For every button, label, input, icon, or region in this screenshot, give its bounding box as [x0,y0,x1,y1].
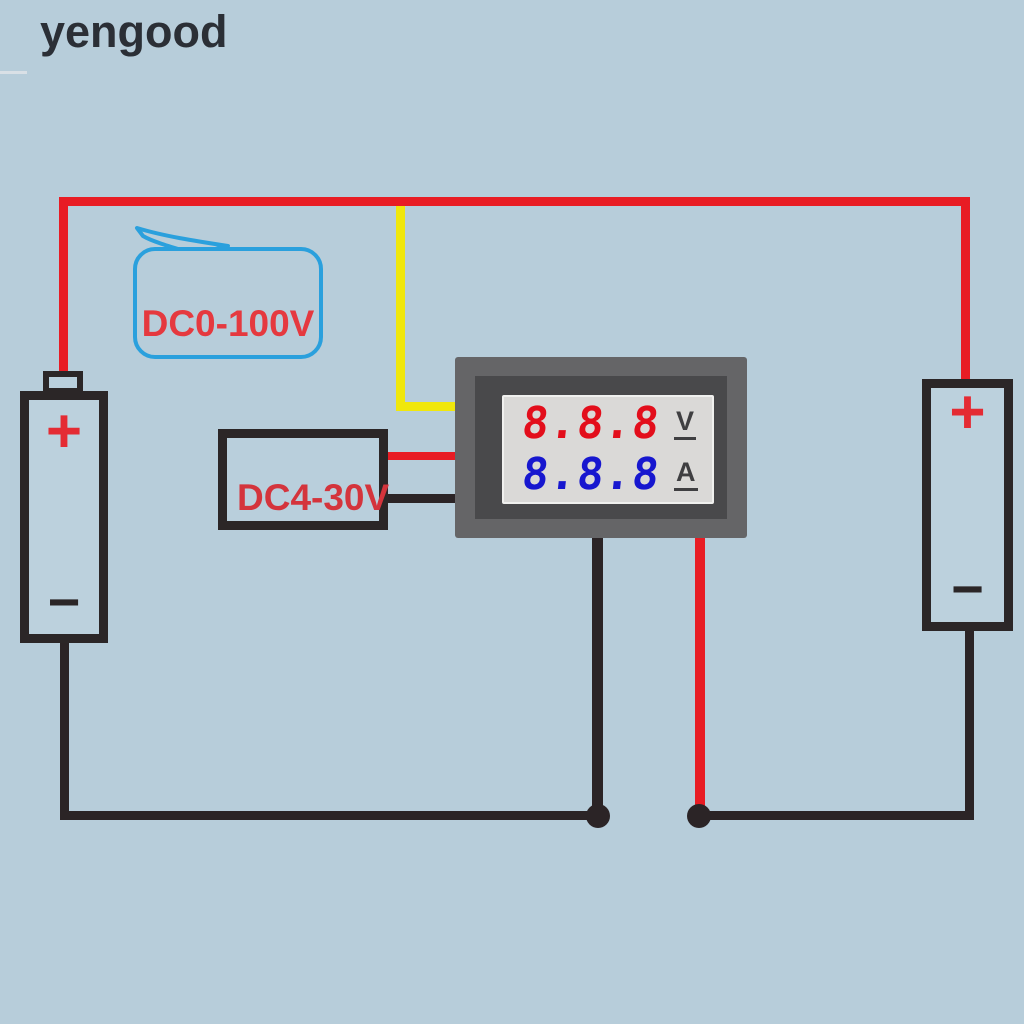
wire-black-box-to-meter [388,494,460,503]
wire-red-meter-lead [695,528,705,818]
meter-display: 8.8.8 V 8.8.8 A [502,395,714,504]
junction-dot-left [586,804,610,828]
wire-black-left-battery-down [60,640,69,820]
callout-bubble: DC0-100V [133,247,323,359]
meter-amp-unit-wrap: A [674,459,708,491]
wire-yellow-vertical [396,206,405,411]
wire-black-meter-lead [592,528,603,818]
supply-box: DC4-30V [218,429,390,530]
edge-artifact-line [0,71,27,74]
meter-volt-unit: V [674,408,697,440]
wire-black-right-battery-down [965,626,974,820]
wire-red-left-vertical [59,197,68,375]
wire-yellow-horizontal [396,402,458,411]
wire-red-top-horizontal [59,197,970,206]
battery-left-plus-sign: + [45,397,83,466]
callout-label: DC0-100V [141,303,315,344]
brand-logo-text: yengood [40,6,228,57]
wire-black-bottom-right [697,811,974,820]
battery-left [20,391,108,643]
supply-box-label: DC4-30V [237,477,390,518]
battery-left-minus-sign: − [47,570,81,633]
wire-red-right-vertical [961,197,970,383]
battery-right-minus-sign: − [951,557,984,620]
battery-right-plus-sign: + [949,378,986,447]
wire-red-box-to-meter [388,452,460,460]
meter-volt-unit-wrap: V [674,408,708,440]
junction-dot-right [687,804,711,828]
wire-black-bottom-left [60,811,600,820]
meter-amp-row: 8.8.8 A [508,449,708,501]
meter-amp-unit: A [674,459,698,491]
meter-amp-digits: 8.8.8 [519,449,663,500]
battery-right [922,379,1013,631]
meter-volt-digits: 8.8.8 [519,398,663,449]
meter-volt-row: 8.8.8 V [508,398,708,450]
